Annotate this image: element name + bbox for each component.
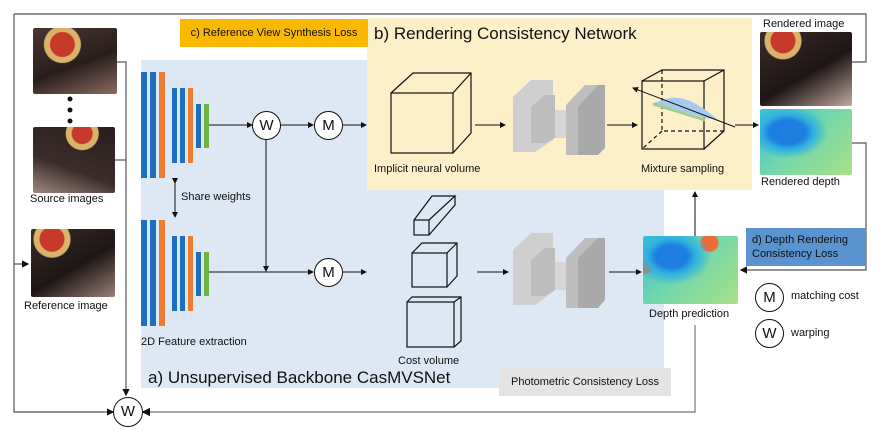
source-image-1: [33, 28, 117, 94]
line-source-right: [113, 61, 130, 397]
label-mixture-sampling: Mixture sampling: [641, 163, 725, 175]
label-share-weights: Share weights: [181, 191, 251, 203]
loss-d-line1: d) Depth Rendering: [752, 234, 849, 246]
panel-a-title: a) Unsupervised Backbone CasMVSNet: [148, 368, 451, 387]
matching-operator-top: M: [314, 111, 343, 140]
reference-view-synthesis-loss: c) Reference View Synthesis Loss: [180, 19, 368, 47]
unet-rendering: [513, 80, 605, 155]
feature-extractor-top: [141, 72, 211, 180]
matching-operator-bottom: M: [314, 258, 343, 287]
warping-operator-bottom: W: [113, 397, 143, 427]
label-implicit-volume: Implicit neural volume: [374, 163, 481, 175]
label-reference-image: Reference image: [24, 300, 108, 312]
legend-warping-label: warping: [791, 327, 830, 339]
label-rendered-depth: Rendered depth: [761, 176, 840, 188]
line-top-border: [14, 13, 867, 63]
legend-matching-icon: M: [755, 283, 784, 312]
mixture-sampling-cube: [632, 69, 736, 150]
depth-prediction: [643, 236, 738, 304]
label-source-images: Source images: [30, 193, 104, 205]
rendered-image: [760, 32, 852, 106]
feature-extractor-bottom: [141, 220, 211, 328]
rendered-depth: [760, 109, 852, 175]
label-cost-volume: Cost volume: [398, 355, 460, 367]
reference-image: [31, 229, 115, 297]
photometric-consistency-loss: Photometric Consistency Loss: [499, 368, 671, 396]
label-depth-prediction: Depth prediction: [649, 308, 730, 320]
legend-matching-label: matching cost: [791, 290, 859, 302]
depth-rendering-consistency-loss: d) Depth Rendering Consistency Loss: [746, 228, 866, 266]
label-feature-extraction: 2D Feature extraction: [141, 336, 247, 348]
line-outer-left: [13, 14, 115, 416]
source-image-2: [33, 127, 115, 193]
label-rendered-image: Rendered image: [763, 18, 845, 30]
unet-backbone: [513, 233, 605, 308]
panel-b-title: b) Rendering Consistency Network: [374, 24, 637, 43]
implicit-volume-cube: [390, 72, 472, 154]
legend-warping-icon: W: [755, 319, 784, 348]
loss-d-line2: Consistency Loss: [752, 248, 839, 260]
cost-volume-cubes: [406, 195, 462, 348]
warping-operator-top: W: [252, 111, 281, 140]
